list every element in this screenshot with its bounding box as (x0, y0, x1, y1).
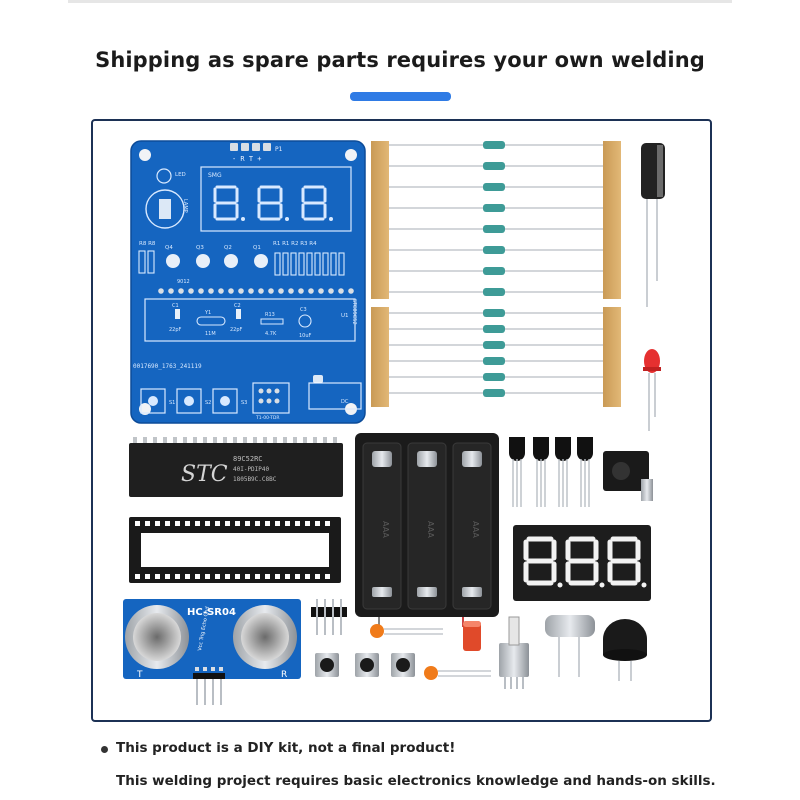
battery-holder: AAA AAA AAA (355, 433, 499, 627)
transistors (509, 437, 593, 507)
s2-ref-label: S2 (205, 400, 211, 406)
header-pin-label: - R T + (232, 155, 262, 163)
pcb-board: - R T + P1 SMG LED LAMP R8 R8 (130, 140, 366, 424)
red-button-cap (463, 621, 481, 651)
r-row-ref-label: R1 R1 R2 R3 R4 (273, 241, 317, 247)
product-photo: - R T + P1 SMG LED LAMP R8 R8 (91, 119, 712, 722)
ceramic-capacitor (370, 624, 443, 638)
headline-accent-bar (350, 92, 451, 101)
crystal-ref-label: Y1 (204, 310, 211, 316)
q2-ref-label: Q2 (224, 245, 232, 251)
battery-slot-label: AAA (471, 521, 480, 538)
chip-package-label: 40I-PDIP40 (233, 466, 270, 473)
bullet-icon (101, 746, 108, 753)
display-outline (200, 166, 352, 232)
seven-segment-display (513, 525, 651, 601)
q3-ref-label: Q3 (196, 245, 204, 251)
c3-ref-label: C3 (300, 307, 307, 313)
mcu-chip: STC 89C52RC 40I-PDIP40 1805B9C.C8BC (129, 437, 343, 497)
led-ref-label: LED (175, 172, 186, 178)
r13-ref-label: R13 (265, 312, 275, 318)
ultrasonic-sensor: HC-SR04 T R Vcc Trig Echo Gnd (123, 599, 301, 705)
top-divider (68, 0, 732, 3)
dc-jack (603, 451, 653, 501)
crystal-oscillator (545, 615, 595, 677)
mcu-footprint (144, 298, 356, 342)
chip-batch-label: 1805B9C.C8BC (233, 476, 277, 483)
dc-ref-label: DC (341, 399, 349, 405)
q4-ref-label: Q4 (165, 245, 173, 251)
transistor-part-label: 9012 (177, 279, 190, 285)
kit-components-photo: - R T + P1 SMG LED LAMP R8 R8 (123, 140, 665, 705)
resistor-ref-label: R8 R8 (139, 241, 156, 247)
q1-ref-label: Q1 (253, 245, 261, 251)
slide-switch (499, 616, 529, 689)
resistor-strip-lower (371, 307, 621, 407)
mount-hole (139, 149, 151, 161)
u1-ref-label: U1 (341, 313, 349, 319)
c3-value-label: 10uF (299, 333, 312, 339)
buzzer (603, 619, 647, 681)
kit-notice-text: This product is a DIY kit, not a final p… (116, 740, 456, 756)
sensor-receiver-label: R (281, 670, 287, 680)
silkscreen-digits (213, 185, 327, 221)
chip-socket (129, 517, 341, 583)
sensor-transmitter-label: T (136, 670, 143, 680)
sensor-port-label: T1-00-TDR (255, 415, 280, 421)
c2-value-label: 22pF (230, 327, 243, 333)
skills-notice-text: This welding project requires basic elec… (116, 773, 716, 789)
mcu-ref-label: STC89C52 (351, 299, 357, 325)
button-footprints (140, 388, 238, 414)
r13-value-label: 4.7K (265, 331, 277, 337)
tactile-buttons (315, 653, 415, 677)
s3-ref-label: S3 (241, 400, 247, 406)
board-serial-label: 0017690_1763_241119 (133, 363, 202, 370)
s1-ref-label: S1 (169, 400, 175, 406)
sensor-model-label: HC-SR04 (187, 607, 236, 618)
crystal-value-label: 11M (205, 331, 216, 337)
mount-hole (345, 149, 357, 161)
battery-slot-label: AAA (381, 521, 390, 538)
resistor-strip-upper (371, 141, 621, 299)
c2-ref-label: C2 (234, 303, 241, 309)
crystal-outline (196, 316, 226, 326)
buzzer-ref-label: LAMP (182, 199, 188, 213)
battery-slot-label: AAA (426, 521, 435, 538)
c1-ref-label: C1 (172, 303, 179, 309)
chip-model-label: 89C52RC (233, 455, 263, 463)
c1-value-label: 22pF (169, 327, 182, 333)
mount-hole (139, 403, 151, 415)
electrolytic-capacitor (641, 143, 665, 307)
pin-header (311, 599, 347, 635)
display-ref-label: SMG (208, 172, 222, 179)
chip-brand-label: STC (181, 462, 228, 487)
page-headline: Shipping as spare parts requires your ow… (95, 48, 705, 72)
ceramic-capacitor (424, 666, 491, 680)
buzzer-outline (145, 189, 185, 229)
header-ref-label: P1 (275, 146, 283, 153)
red-led (643, 349, 661, 431)
